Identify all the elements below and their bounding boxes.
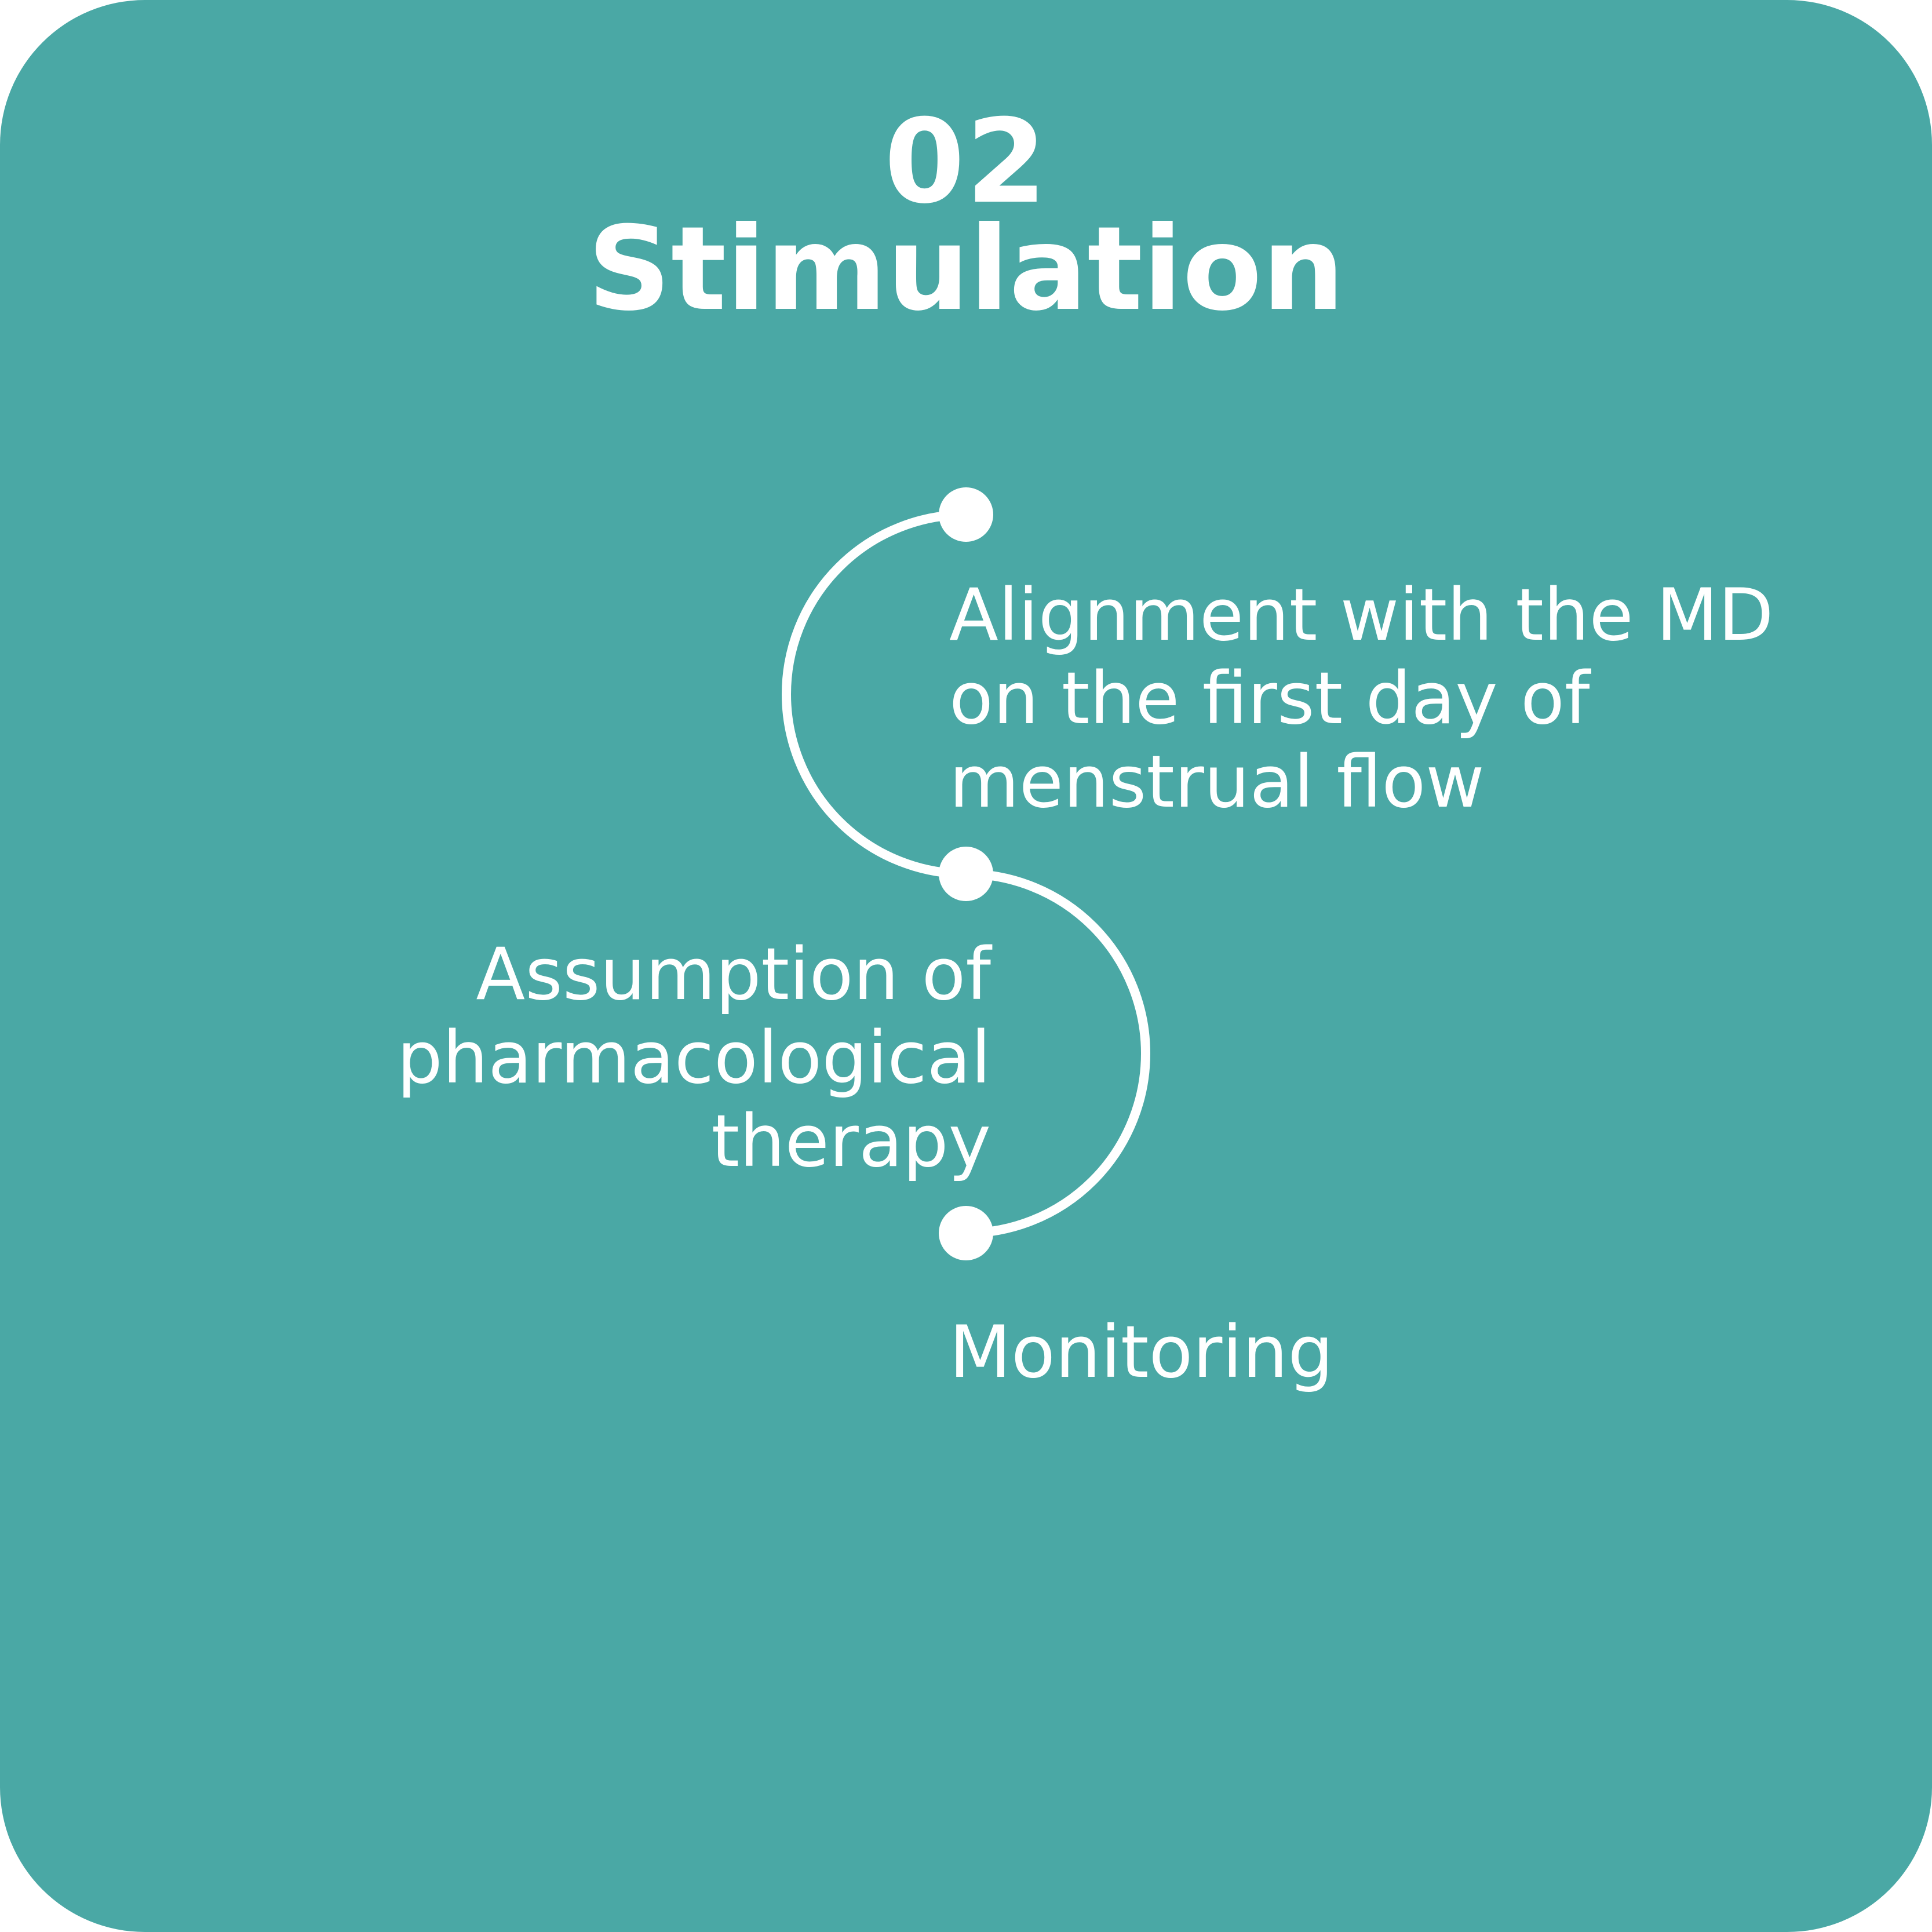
step-number: 02 [884,94,1048,229]
step-label-line: Alignment with the MD [949,574,1774,657]
step-label-line: Monitoring [949,1311,1334,1394]
step-label-monitoring: Monitoring [949,1311,1333,1394]
step-label-line: on the first day of [949,657,1590,741]
timeline-node-1 [939,487,993,542]
step-label-line: menstrual flow [949,741,1485,824]
step-title: Stimulation [587,202,1345,337]
step-label-alignment: Alignment with the MD on the first day o… [949,574,1774,824]
timeline-node-3 [939,1206,993,1260]
step-label-line: Assumption of [476,933,991,1016]
timeline-arc-lower [965,869,1150,1238]
timeline-node-2 [939,847,993,901]
step-label-assumption: Assumption of pharmacological therapy [290,933,991,1183]
step-label-line: pharmacological [397,1016,991,1100]
timeline-arc-upper [782,510,967,878]
step-label-line: therapy [711,1100,991,1183]
